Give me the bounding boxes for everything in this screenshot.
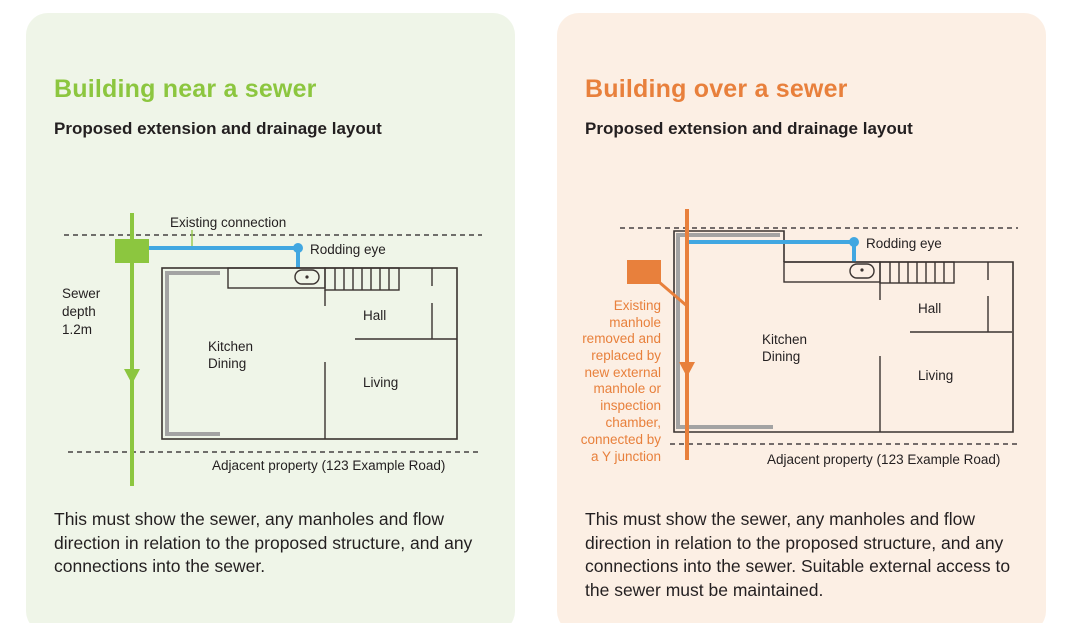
replacement-manhole (627, 260, 661, 284)
panel-title: Building near a sewer (54, 75, 317, 103)
annotation-line: new external (584, 365, 661, 380)
label-kitchen: Kitchen (208, 339, 253, 354)
annotation-line: replaced by (591, 348, 661, 363)
rodding-eye-icon (849, 237, 859, 247)
panel-building-near-sewer: Building near a sewer Proposed extension… (26, 13, 515, 623)
extension-wall (165, 271, 220, 436)
panel-description: This must show the sewer, any manholes a… (585, 509, 1011, 600)
label-dining: Dining (208, 356, 246, 371)
kitchen-counter (227, 267, 326, 289)
diagram-over-sewer: Rodding eye Hall Kitchen Dining Living A… (581, 209, 1020, 467)
label-living: Living (918, 368, 953, 383)
label-sewer-depth: depth (62, 304, 96, 319)
label-kitchen: Kitchen (762, 332, 807, 347)
stairs-icon (879, 261, 955, 284)
sink-icon (849, 263, 875, 279)
label-existing-connection: Existing connection (170, 215, 286, 230)
building-outline (161, 267, 458, 440)
label-rodding-eye: Rodding eye (866, 236, 942, 251)
kitchen-counter (783, 261, 881, 283)
label-adjacent-property: Adjacent property (123 Example Road) (212, 458, 445, 473)
label-living: Living (363, 375, 398, 390)
panel-description: This must show the sewer, any manholes a… (54, 509, 473, 576)
label-sewer-depth: Sewer (62, 286, 101, 301)
annotation-line: removed and (582, 331, 661, 346)
annotation-line: inspection (600, 398, 661, 413)
diagram-near-sewer: Existing connection Rodding eye Sewer de… (62, 213, 482, 486)
panel-subtitle: Proposed extension and drainage layout (54, 119, 382, 138)
sink-drain-icon (860, 268, 864, 272)
manhole (115, 239, 149, 263)
internal-walls (324, 268, 457, 439)
extension-wall (676, 233, 780, 429)
stairs-icon (324, 267, 400, 291)
label-rodding-eye: Rodding eye (310, 242, 386, 257)
annotation-line: chamber, (605, 415, 661, 430)
label-sewer-depth: 1.2m (62, 322, 92, 337)
label-dining: Dining (762, 349, 800, 364)
panel-title: Building over a sewer (585, 75, 848, 103)
extension-outline (673, 230, 1014, 433)
annotation-line: Existing (614, 298, 661, 313)
annotation-line: connected by (581, 432, 662, 447)
drain-pipe (689, 240, 856, 262)
annotation-line: manhole (609, 315, 661, 330)
internal-walls (879, 262, 1012, 432)
rodding-eye-icon (293, 243, 303, 253)
panel-subtitle: Proposed extension and drainage layout (585, 119, 913, 138)
flow-direction-arrow-icon (679, 362, 695, 377)
label-hall: Hall (918, 301, 941, 316)
label-adjacent-property: Adjacent property (123 Example Road) (767, 452, 1000, 467)
drain-pipe (149, 246, 300, 268)
annotation-line: a Y junction (591, 449, 661, 464)
label-hall: Hall (363, 308, 386, 323)
flow-direction-arrow-icon (124, 369, 140, 384)
annotation-line: manhole or (593, 381, 661, 396)
sink-drain-icon (305, 275, 309, 279)
manhole-annotation: Existing manhole removed and replaced by… (581, 298, 662, 464)
sink-icon (294, 269, 320, 285)
panel-building-over-sewer: Building over a sewer Proposed extension… (557, 13, 1046, 623)
y-junction-branch (658, 280, 688, 308)
